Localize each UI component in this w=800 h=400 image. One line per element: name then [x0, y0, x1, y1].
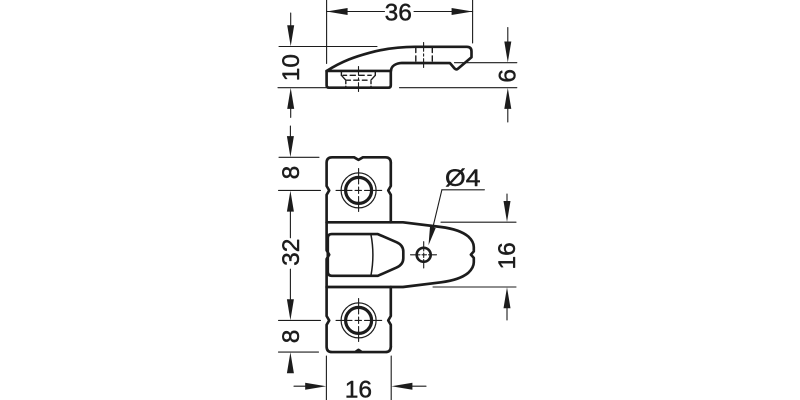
svg-text:10: 10: [278, 54, 305, 81]
svg-text:6: 6: [495, 69, 522, 83]
svg-text:8: 8: [278, 166, 305, 180]
svg-text:16: 16: [345, 376, 372, 400]
svg-text:32: 32: [278, 239, 305, 266]
svg-text:36: 36: [385, 0, 412, 27]
svg-text:Ø4: Ø4: [445, 165, 481, 192]
svg-text:16: 16: [494, 242, 521, 269]
svg-text:8: 8: [278, 330, 305, 344]
